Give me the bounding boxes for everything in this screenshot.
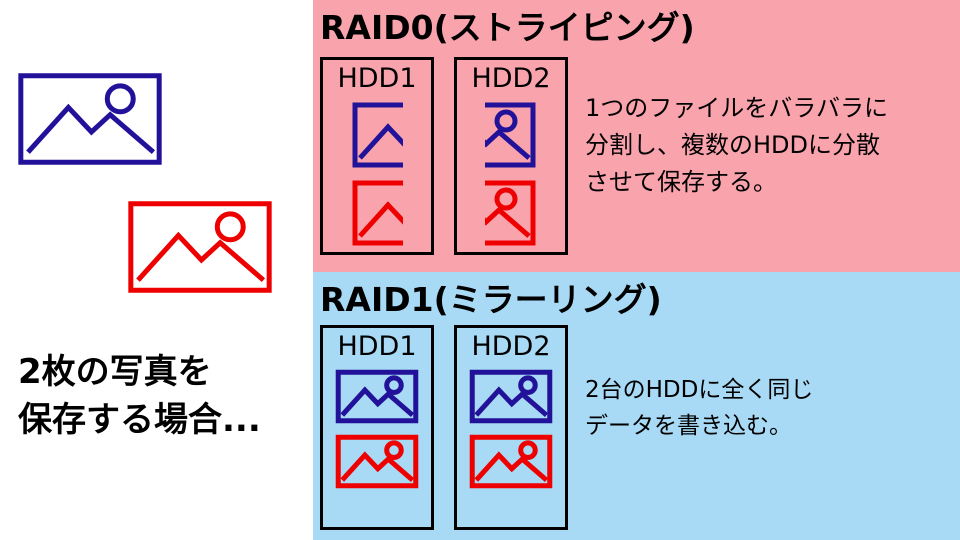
blue-photo-right-half-icon [485, 101, 537, 169]
left-caption: 2枚の写真を 保存する場合... [18, 348, 261, 444]
raid0-title: RAID0(ストライピング) [320, 8, 695, 47]
raid1-hdd2-label: HDD2 [471, 331, 551, 362]
raid0-hdd1-label: HDD1 [337, 63, 417, 94]
red-photo-right-half-icon [485, 179, 537, 247]
raid1-hdd2-box: HDD2 [454, 325, 568, 530]
raid1-desc-line-2: データを書き込む。 [585, 413, 792, 439]
red-photo-icon [125, 198, 275, 296]
raid1-description: 2台のHDDに全く同じ データを書き込む。 [585, 372, 813, 444]
raid0-desc-line-3: させて保存する。 [585, 168, 777, 196]
raid1-desc-line-1: 2台のHDDに全く同じ [585, 377, 814, 403]
raid0-desc-line-2: 分割し、複数のHDDに分散 [585, 131, 881, 159]
raid0-hdd1-contents [323, 101, 431, 247]
blue-photo-icon [15, 70, 165, 168]
caption-line-2: 保存する場合... [18, 400, 261, 440]
red-photo-copy-icon [469, 434, 553, 489]
raid0-hdd1-box: HDD1 [320, 57, 434, 255]
blue-photo-copy-icon [469, 369, 553, 424]
red-photo-copy-icon [335, 434, 419, 489]
raid0-hdd2-label: HDD2 [471, 63, 551, 94]
blue-photo-copy-icon [335, 369, 419, 424]
caption-line-1: 2枚の写真を [18, 352, 212, 392]
raid0-hdd2-box: HDD2 [454, 57, 568, 255]
raid1-panel: RAID1(ミラーリング) HDD1 HDD2 2台のHDDに全く同じ データを… [313, 272, 960, 540]
raid1-hdd1-box: HDD1 [320, 325, 434, 530]
blue-photo-left-half-icon [351, 101, 403, 169]
raid0-desc-line-1: 1つのファイルをバラバラに [585, 94, 889, 122]
raid0-panel: RAID0(ストライピング) HDD1 HDD2 [313, 0, 960, 272]
raid0-hdd2-contents [457, 101, 565, 247]
raid1-hdd2-contents [457, 369, 565, 489]
raid1-hdd1-contents [323, 369, 431, 489]
red-photo-left-half-icon [351, 179, 403, 247]
raid0-description: 1つのファイルをバラバラに 分割し、複数のHDDに分散 させて保存する。 [585, 90, 888, 201]
raid1-hdd1-label: HDD1 [337, 331, 417, 362]
raid1-title: RAID1(ミラーリング) [320, 280, 662, 319]
